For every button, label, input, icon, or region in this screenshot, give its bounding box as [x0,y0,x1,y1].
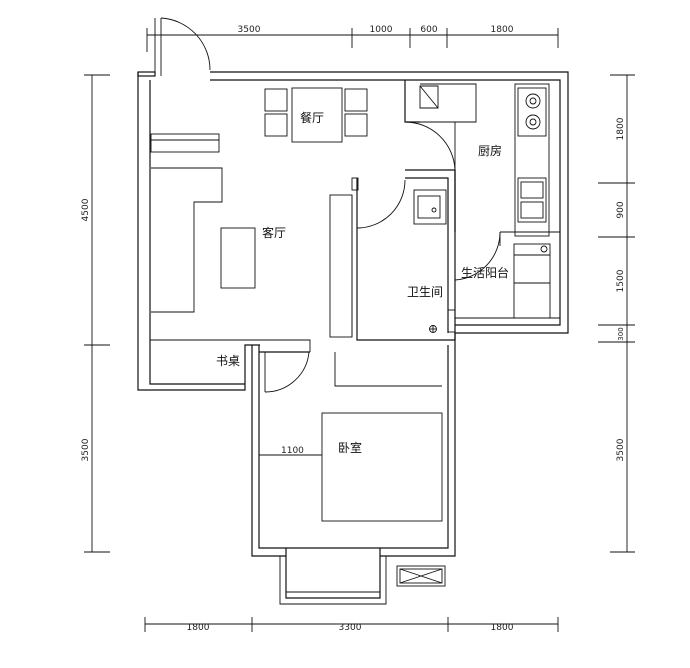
right-dimension-line: 1800 900 1500 300 3500 [598,74,635,553]
desk-area [149,339,311,384]
bay-window [279,548,387,605]
stove-burner-icon [525,114,541,130]
top-dimension-line: 3500 1000 600 1800 [146,25,559,52]
right-dim-3: 1500 [616,269,626,292]
living-room-furniture [150,133,353,338]
room-label-dining: 餐厅 [300,110,324,125]
stove-burner-icon [525,93,541,109]
utility-balcony [454,231,560,319]
right-dim-4: 300 [617,327,625,340]
washbasin-icon [413,189,447,225]
dining-table [264,87,368,143]
room-label-desk: 书桌 [216,354,240,368]
left-dimension-line: 4500 3500 [81,74,110,553]
top-dim-4: 1800 [491,25,514,35]
ac-unit-icon [396,565,446,587]
kitchen-fixtures [419,83,550,237]
bottom-dim-1: 1800 [187,623,210,633]
bedroom [259,351,443,522]
bedroom-inner-dim: 1100 [281,446,304,456]
right-dim-1: 1800 [616,117,626,140]
kitchen-sink-icon [517,177,547,223]
left-dim-2: 3500 [81,438,91,461]
top-dim-3: 600 [420,25,437,35]
bathroom [351,169,456,341]
room-label-kitchen: 厨房 [478,143,502,158]
right-dim-2: 900 [616,201,626,218]
room-label-living: 客厅 [262,225,286,240]
right-dim-5: 3500 [616,438,626,461]
outer-walls [137,71,569,557]
left-dim-1: 4500 [81,198,91,221]
bed-icon [321,412,443,522]
bottom-dim-3: 1800 [491,623,514,633]
top-dim-2: 1000 [370,25,393,35]
room-label-bathroom: 卫生间 [407,285,443,299]
top-dim-1: 3500 [238,25,261,35]
bottom-dim-2: 3300 [339,623,362,633]
entrance-door [154,17,211,76]
room-label-balcony: 生活阳台 [461,265,509,280]
floor-drain-icon [429,325,437,333]
room-label-bedroom: 卧室 [338,440,362,455]
bottom-dimension-line: 1800 3300 1800 [144,617,559,633]
